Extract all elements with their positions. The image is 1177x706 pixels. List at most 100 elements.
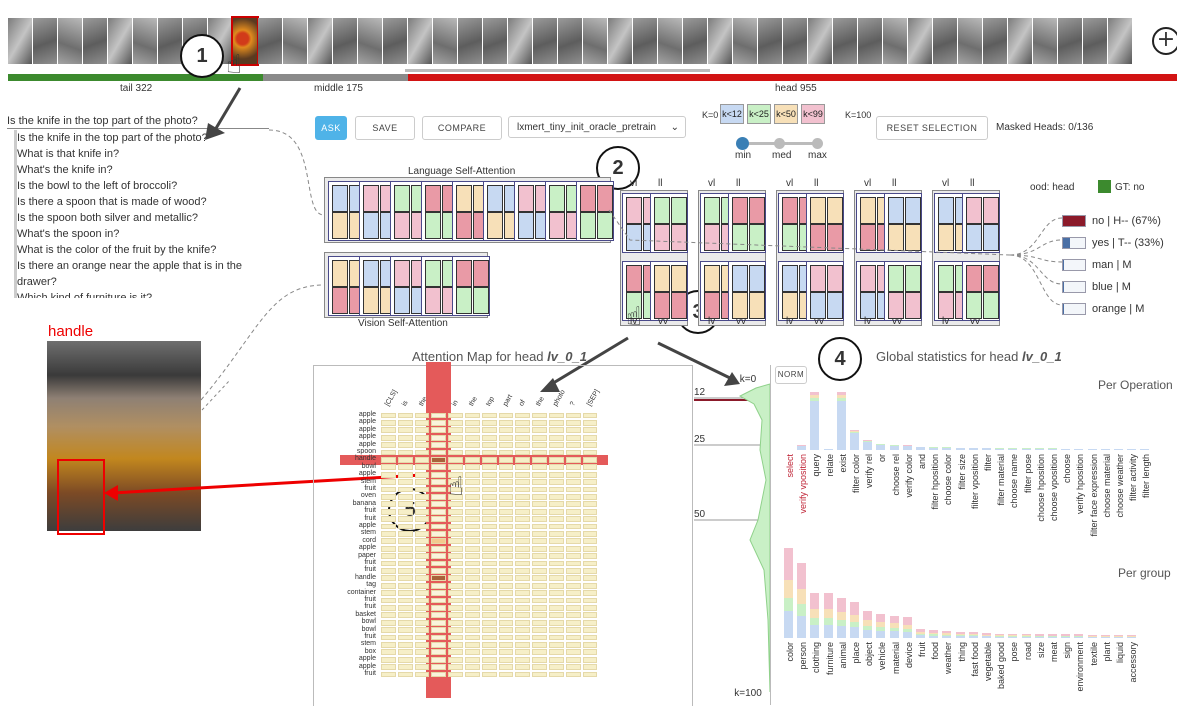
attention-map-cell[interactable] bbox=[499, 457, 514, 463]
attention-map-cell[interactable] bbox=[583, 546, 598, 552]
attention-map-cell[interactable] bbox=[431, 568, 446, 574]
attention-map-cell[interactable] bbox=[448, 590, 463, 596]
attention-map-cell[interactable] bbox=[549, 620, 564, 626]
stat-bar[interactable] bbox=[903, 445, 912, 450]
attention-map-cell[interactable] bbox=[583, 657, 598, 663]
attention-map-cell[interactable] bbox=[532, 590, 547, 596]
attention-map-cell[interactable] bbox=[583, 413, 598, 419]
attention-map-cell[interactable] bbox=[583, 450, 598, 456]
attention-map-cell[interactable] bbox=[482, 450, 497, 456]
attention-map-cell[interactable] bbox=[415, 420, 430, 426]
attention-map-cell[interactable] bbox=[499, 494, 514, 500]
attention-map-cell[interactable] bbox=[465, 672, 480, 678]
attention-map-cell[interactable] bbox=[448, 509, 463, 515]
stat-bar[interactable] bbox=[903, 617, 912, 638]
attention-map-cell[interactable] bbox=[431, 612, 446, 618]
attention-map-cell[interactable] bbox=[398, 472, 413, 478]
stat-bar[interactable] bbox=[837, 598, 846, 639]
attention-map-cell[interactable] bbox=[515, 612, 530, 618]
attention-map-cell[interactable] bbox=[499, 472, 514, 478]
attention-map-cell[interactable] bbox=[431, 413, 446, 419]
attention-map-cell[interactable] bbox=[532, 575, 547, 581]
stat-bar[interactable] bbox=[1101, 449, 1110, 450]
stat-bar[interactable] bbox=[956, 632, 965, 638]
attention-map-cell[interactable] bbox=[549, 531, 564, 537]
attention-map-cell[interactable] bbox=[482, 635, 497, 641]
attention-map-cell[interactable] bbox=[499, 464, 514, 470]
attention-map-cell[interactable] bbox=[515, 501, 530, 507]
attention-map-cell[interactable] bbox=[583, 457, 598, 463]
attention-map-cell[interactable] bbox=[482, 524, 497, 530]
attention-map-cell[interactable] bbox=[448, 672, 463, 678]
attention-map-cell[interactable] bbox=[465, 575, 480, 581]
attention-map-cell[interactable] bbox=[482, 553, 497, 559]
attention-map-cell[interactable] bbox=[549, 642, 564, 648]
attention-map-cell[interactable] bbox=[583, 598, 598, 604]
attention-map-cell[interactable] bbox=[482, 442, 497, 448]
stat-bar[interactable] bbox=[956, 448, 965, 450]
attention-map-cell[interactable] bbox=[482, 464, 497, 470]
attention-map-cell[interactable] bbox=[431, 635, 446, 641]
attention-map-cell[interactable] bbox=[465, 435, 480, 441]
attention-map-cell[interactable] bbox=[566, 672, 581, 678]
attention-map-cell[interactable] bbox=[532, 524, 547, 530]
attention-map-cell[interactable] bbox=[381, 642, 396, 648]
attention-map-cell[interactable] bbox=[549, 487, 564, 493]
attention-map-cell[interactable] bbox=[499, 427, 514, 433]
attention-map-cell[interactable] bbox=[532, 627, 547, 633]
attention-map-cell[interactable] bbox=[381, 524, 396, 530]
attention-map-cell[interactable] bbox=[583, 561, 598, 567]
stat-bar[interactable] bbox=[969, 448, 978, 450]
attention-map-cell[interactable] bbox=[499, 612, 514, 618]
attention-map-cell[interactable] bbox=[381, 509, 396, 515]
attention-map-cell[interactable] bbox=[431, 657, 446, 663]
stat-bar[interactable] bbox=[1035, 634, 1044, 638]
attention-map-cell[interactable] bbox=[499, 516, 514, 522]
attention-map-cell[interactable] bbox=[381, 553, 396, 559]
attention-map-cell[interactable] bbox=[415, 568, 430, 574]
attention-map-cell[interactable] bbox=[381, 605, 396, 611]
attention-map-cell[interactable] bbox=[398, 509, 413, 515]
attention-map-cell[interactable] bbox=[398, 479, 413, 485]
attention-map-cell[interactable] bbox=[499, 546, 514, 552]
attention-map-cell[interactable] bbox=[549, 561, 564, 567]
attention-map-cell[interactable] bbox=[583, 620, 598, 626]
attention-map-cell[interactable] bbox=[381, 413, 396, 419]
attention-map-cell[interactable] bbox=[381, 546, 396, 552]
attention-map-cell[interactable] bbox=[415, 627, 430, 633]
attention-map-cell[interactable] bbox=[549, 420, 564, 426]
attention-map-cell[interactable] bbox=[465, 413, 480, 419]
attention-map-cell[interactable] bbox=[465, 649, 480, 655]
attention-map-cell[interactable] bbox=[381, 479, 396, 485]
attention-map-cell[interactable] bbox=[448, 561, 463, 567]
attention-map-cell[interactable] bbox=[515, 664, 530, 670]
attention-map-cell[interactable] bbox=[583, 531, 598, 537]
attention-map-cell[interactable] bbox=[431, 442, 446, 448]
attention-map-cell[interactable] bbox=[515, 427, 530, 433]
attention-map-cell[interactable] bbox=[398, 598, 413, 604]
attention-map-cell[interactable] bbox=[532, 516, 547, 522]
attention-map-cell[interactable] bbox=[515, 479, 530, 485]
attention-map-cell[interactable] bbox=[381, 664, 396, 670]
attention-map-cell[interactable] bbox=[549, 457, 564, 463]
attention-map-cell[interactable] bbox=[398, 620, 413, 626]
attention-map-cell[interactable] bbox=[448, 538, 463, 544]
stat-bar[interactable] bbox=[797, 445, 806, 450]
attention-map-cell[interactable] bbox=[499, 538, 514, 544]
attention-map-cell[interactable] bbox=[532, 413, 547, 419]
stat-bar[interactable] bbox=[824, 593, 833, 638]
attention-map-cell[interactable] bbox=[532, 657, 547, 663]
stat-bar[interactable] bbox=[850, 602, 859, 638]
attention-map-cell[interactable] bbox=[583, 627, 598, 633]
attention-map-cell[interactable] bbox=[448, 568, 463, 574]
attention-map-cell[interactable] bbox=[549, 546, 564, 552]
attention-map-cell[interactable] bbox=[532, 479, 547, 485]
attention-map-cell[interactable] bbox=[532, 494, 547, 500]
attention-map-cell[interactable] bbox=[381, 435, 396, 441]
attention-map-cell[interactable] bbox=[431, 664, 446, 670]
attention-map-cell[interactable] bbox=[566, 590, 581, 596]
attention-map-cell[interactable] bbox=[515, 487, 530, 493]
stat-bar[interactable] bbox=[1048, 448, 1057, 450]
attention-map-cell[interactable] bbox=[465, 553, 480, 559]
attention-map-cell[interactable] bbox=[549, 657, 564, 663]
